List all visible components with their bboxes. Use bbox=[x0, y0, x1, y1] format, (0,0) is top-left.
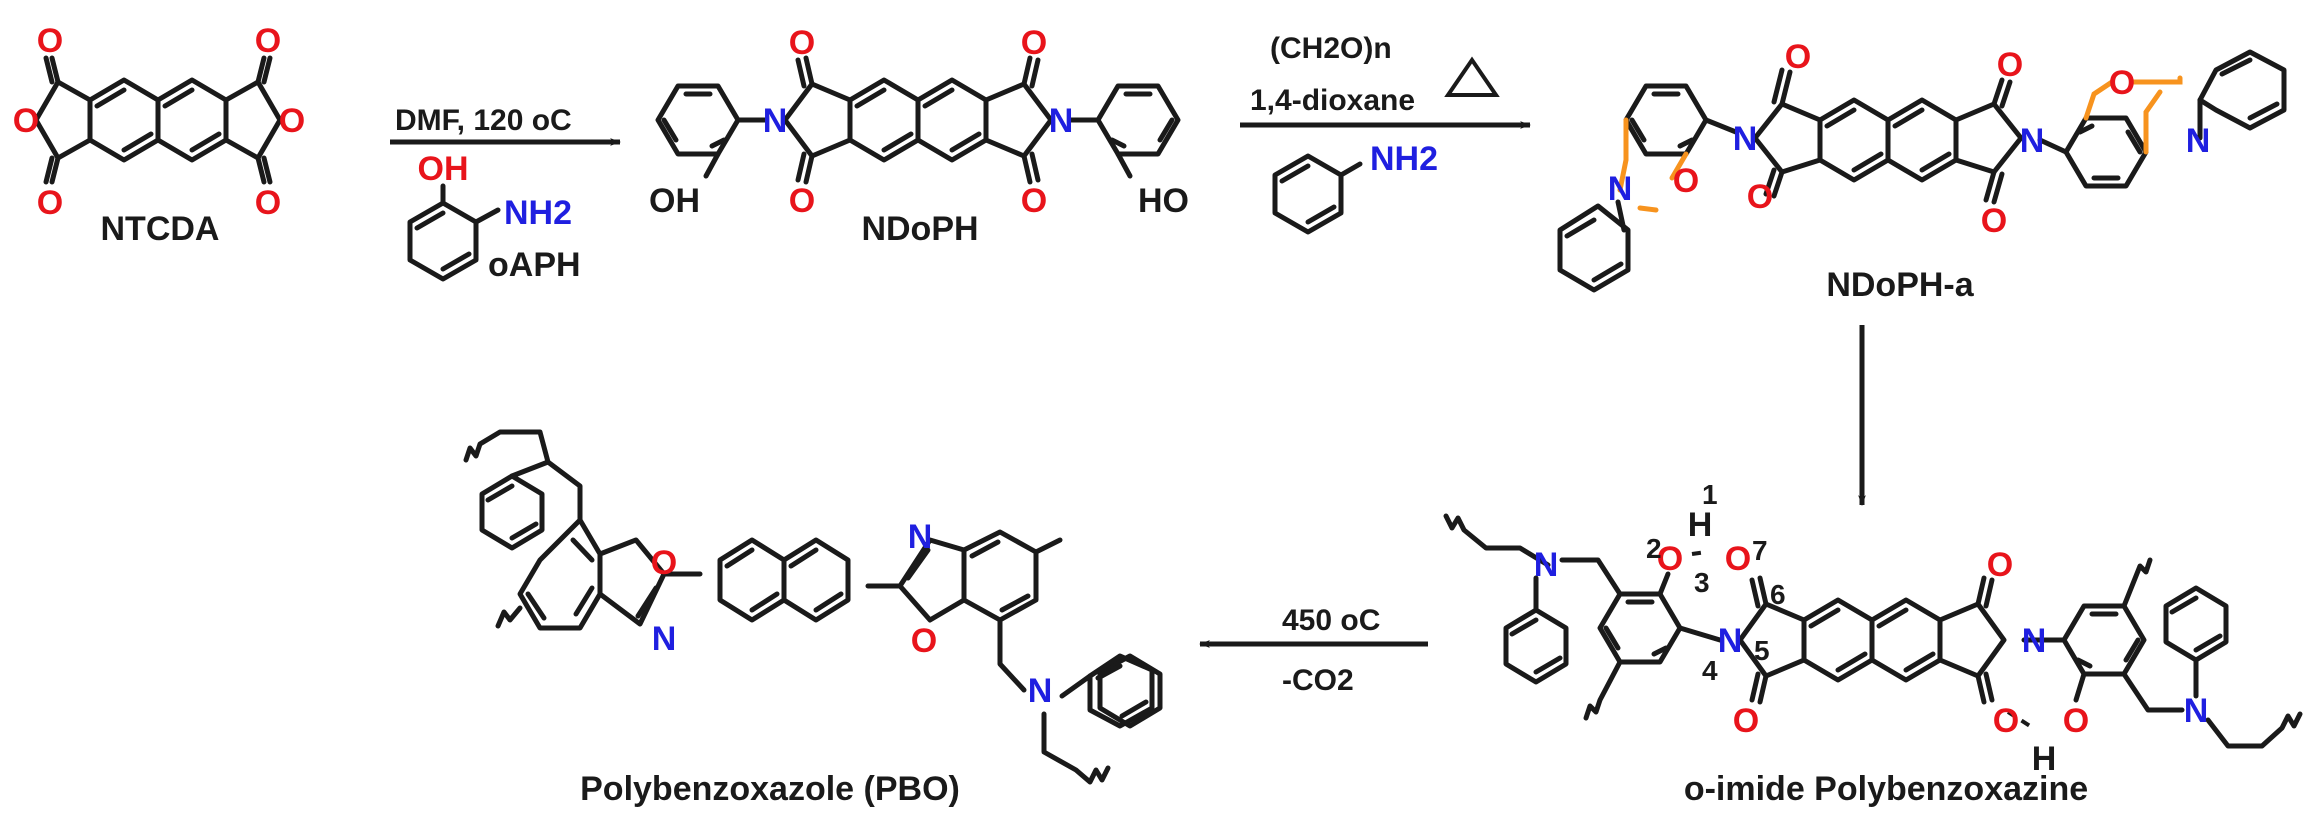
position-label-1: 1 bbox=[1702, 479, 1718, 510]
compound-label-ntcda: NTCDA bbox=[101, 210, 220, 248]
atom-oh: OH bbox=[418, 150, 469, 188]
atom-o: O bbox=[1981, 202, 2007, 240]
atom-o: O bbox=[1725, 540, 1751, 578]
atom-o: O bbox=[1673, 162, 1699, 200]
o-imide-polybenzoxazine-structure: O O H O O O O H N N N N 1 2 3 4 5 6 7 bbox=[1443, 479, 2303, 778]
position-label-7: 7 bbox=[1752, 535, 1768, 566]
position-label-4: 4 bbox=[1702, 655, 1718, 686]
condition-paraformaldehyde: (CH2O)n bbox=[1270, 32, 1392, 65]
compound-label-oaph: oAPH bbox=[488, 246, 581, 284]
atom-o: O bbox=[1993, 702, 2019, 740]
atom-n: N bbox=[2022, 622, 2047, 660]
compound-label-o-imide-polybenzoxazine: o-imide Polybenzoxazine bbox=[1684, 770, 2088, 808]
oaph-structure: OH NH2 bbox=[407, 150, 572, 282]
aniline-structure: NH2 bbox=[1272, 140, 1438, 235]
atom-o: O bbox=[789, 182, 815, 220]
atom-o: O bbox=[37, 22, 63, 60]
atom-o: O bbox=[1987, 546, 2013, 584]
atom-n: N bbox=[2184, 692, 2209, 730]
atom-n: N bbox=[1049, 102, 1074, 140]
atom-nh2: NH2 bbox=[504, 194, 572, 232]
position-label-3: 3 bbox=[1694, 567, 1710, 598]
compound-label-ndoph: NDoPH bbox=[861, 210, 978, 248]
atom-n: N bbox=[2020, 122, 2045, 160]
atom-o: O bbox=[2063, 702, 2089, 740]
atom-n: N bbox=[652, 620, 677, 658]
atom-h: H bbox=[2032, 740, 2057, 778]
atom-o: O bbox=[1021, 24, 1047, 62]
atom-nh2: NH2 bbox=[1370, 140, 1438, 178]
atom-h: H bbox=[1688, 506, 1713, 544]
atom-o: O bbox=[255, 184, 281, 222]
atom-n: N bbox=[1534, 546, 1559, 584]
position-label-6: 6 bbox=[1770, 579, 1786, 610]
atom-n: N bbox=[1028, 672, 1053, 710]
atom-o: O bbox=[789, 24, 815, 62]
atom-o: O bbox=[911, 622, 937, 660]
atom-n: N bbox=[908, 518, 933, 556]
atom-o: O bbox=[1021, 182, 1047, 220]
position-label-5: 5 bbox=[1754, 635, 1770, 666]
atom-n: N bbox=[1718, 622, 1743, 660]
atom-o: O bbox=[1747, 178, 1773, 216]
condition-temperature: 450 oC bbox=[1282, 604, 1380, 637]
condition-dioxane: 1,4-dioxane bbox=[1250, 84, 1415, 117]
ndoph-structure: O O O O N N OH HO bbox=[649, 24, 1189, 220]
atom-o: O bbox=[2109, 64, 2135, 102]
compound-label-pbo: Polybenzoxazole (PBO) bbox=[580, 770, 960, 808]
ntcda-structure: O O O O O O bbox=[13, 22, 305, 222]
atom-ho: HO bbox=[1138, 182, 1189, 220]
condition-co2-loss: -CO2 bbox=[1282, 664, 1354, 697]
atom-o: O bbox=[1997, 46, 2023, 84]
condition-dmf: DMF, 120 oC bbox=[395, 104, 572, 137]
ndoph-a-structure: O O O O N N N O O N bbox=[1557, 38, 2287, 293]
atom-o: O bbox=[1657, 540, 1683, 578]
triangle-heat-icon bbox=[1444, 56, 1500, 97]
atom-o: O bbox=[255, 22, 281, 60]
atom-n: N bbox=[2186, 122, 2211, 160]
atom-o: O bbox=[1785, 38, 1811, 76]
atom-n: N bbox=[1608, 170, 1633, 208]
atom-n: N bbox=[763, 102, 788, 140]
pbo-structure: O N N O N bbox=[463, 429, 1163, 785]
atom-o: O bbox=[1733, 702, 1759, 740]
atom-o: O bbox=[279, 102, 305, 140]
position-label-2: 2 bbox=[1646, 533, 1662, 564]
compound-label-ndoph-a: NDoPH-a bbox=[1826, 266, 1974, 304]
atom-n: N bbox=[1733, 120, 1758, 158]
atom-oh: OH bbox=[649, 182, 700, 220]
atom-o: O bbox=[37, 184, 63, 222]
atom-o: O bbox=[13, 102, 39, 140]
atom-o: O bbox=[651, 544, 677, 582]
